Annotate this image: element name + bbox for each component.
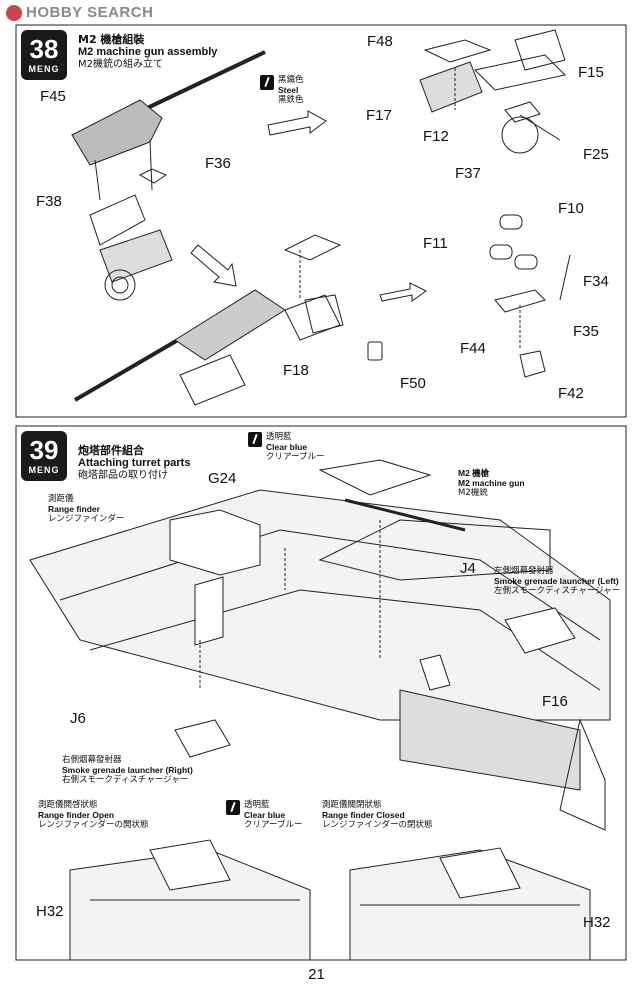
open-jp: レンジファインダーの開状態 (38, 820, 149, 830)
part-label-f45: F45 (40, 88, 66, 105)
part-label-j6: J6 (70, 710, 86, 727)
part-label-f35: F35 (573, 323, 599, 340)
step39-brand: MENG (28, 465, 60, 475)
step39-badge: 39 MENG (21, 431, 67, 481)
open-en: Range finder Open (38, 810, 115, 820)
part-label-f12: F12 (423, 128, 449, 145)
paint-bottom-jp: クリアーブルー (244, 820, 303, 830)
range-finder-en: Range finder (48, 504, 100, 514)
m2-cn: M2 機槍 (458, 468, 490, 478)
paint-bottom-cn: 透明藍 (244, 800, 270, 810)
smoke-left-jp: 左側スモークディスチャージャー (494, 586, 621, 596)
step39-title-cn: 炮塔部件組合 (78, 444, 144, 457)
part-label-j4: J4 (460, 560, 476, 577)
step39-title-jp: 砲塔部品の取り付け (78, 470, 168, 481)
turret-drawing (29, 459, 611, 831)
part-label-f42: F42 (558, 385, 584, 402)
paint-jp: 黒鉄色 (278, 95, 304, 105)
arrow-down-right-icon (190, 244, 237, 287)
part-label-f17: F17 (366, 107, 392, 124)
range-finder-open-note: 測距儀開啓狀態 Range finder Open レンジファインダーの開状態 (38, 800, 149, 830)
part-label-f34: F34 (583, 273, 609, 290)
paint-brush-icon-2 (248, 432, 262, 447)
step39-paint-note-top: 透明藍 Clear blue クリアーブルー (266, 432, 324, 462)
smoke-right-en: Smoke grenade launcher (Right) (62, 765, 193, 775)
m2-gun-exploded-drawing (71, 50, 266, 301)
step39-panel-border (15, 425, 627, 961)
step38-title-block: M2 機槍組裝 M2 machine gun assembly M2機銃の組み立… (78, 33, 217, 71)
step39-title-block: 炮塔部件組合 Attaching turret parts 砲塔部品の取り付け (78, 444, 190, 482)
smoke-right-cn: 右側烟幕發射器 (62, 755, 122, 765)
smoke-left-en: Smoke grenade launcher (Left) (494, 576, 619, 586)
part-label-f18: F18 (283, 362, 309, 379)
m2-en: M2 machine gun (458, 478, 525, 488)
step38-title-cn: M2 機槍組裝 (78, 33, 145, 46)
part-label-f16: F16 (542, 693, 568, 710)
paint-top-jp: クリアーブルー (266, 452, 325, 462)
m2-note: M2 機槍 M2 machine gun M2機銃 (458, 468, 525, 498)
small-parts-drawing (489, 214, 571, 378)
smoke-left-note: 左側烟幕發射器 Smoke grenade launcher (Left) 左側… (494, 566, 620, 596)
watermark-logo-icon (6, 4, 22, 21)
assembled-gun-drawing (73, 234, 383, 406)
paint-bottom-en: Clear blue (244, 810, 286, 820)
part-label-h32-open: H32 (36, 903, 64, 920)
step39-title-en: Attaching turret parts (78, 457, 191, 469)
part-label-h32-closed: H32 (583, 914, 611, 931)
part-label-f10: F10 (558, 200, 584, 217)
closed-en: Range finder Closed (322, 810, 405, 820)
part-label-f25: F25 (583, 146, 609, 163)
step38-badge: 38 MENG (21, 30, 67, 80)
step38-brand: MENG (28, 64, 60, 74)
paint-en: Steel (278, 85, 299, 95)
range-finder-open-drawing (69, 839, 311, 961)
paint-top-cn: 透明藍 (266, 432, 292, 442)
range-finder-note: 測距儀 Range finder レンジファインダー (48, 494, 125, 524)
range-finder-closed-drawing (349, 847, 591, 961)
range-finder-jp: レンジファインダー (48, 514, 125, 524)
step39-number: 39 (29, 435, 59, 465)
part-label-f48: F48 (367, 33, 393, 50)
part-label-g24: G24 (208, 470, 237, 487)
mount-parts-drawing (419, 29, 567, 154)
open-cn: 測距儀開啓狀態 (38, 800, 98, 810)
arrow-left-icon-2 (379, 282, 427, 302)
part-label-f11: F11 (423, 235, 448, 252)
closed-jp: レンジファインダーの閉状態 (322, 820, 433, 830)
step38-title-en: M2 machine gun assembly (78, 46, 218, 58)
arrow-left-icon (267, 110, 327, 136)
paint-cn: 黑鐵色 (278, 75, 304, 85)
m2-jp: M2機銃 (458, 488, 488, 498)
smoke-right-note: 右側烟幕發射器 Smoke grenade launcher (Right) 右… (62, 755, 193, 785)
part-label-f15: F15 (578, 64, 604, 81)
paint-brush-icon-3 (226, 800, 240, 815)
part-label-f36: F36 (205, 155, 231, 172)
paint-brush-icon (260, 75, 274, 90)
part-label-f44: F44 (460, 340, 486, 357)
step39-paint-note-bottom: 透明藍 Clear blue クリアーブルー (244, 800, 302, 830)
step38-paint-note: 黑鐵色 Steel 黒鉄色 (278, 75, 304, 105)
smoke-right-jp: 右側スモークディスチャージャー (62, 775, 189, 785)
page-number: 21 (308, 966, 325, 983)
paint-top-en: Clear blue (266, 442, 308, 452)
range-finder-cn: 測距儀 (48, 494, 74, 504)
part-label-f37: F37 (455, 165, 481, 182)
smoke-left-cn: 左側烟幕發射器 (494, 566, 554, 576)
closed-cn: 測距儀關閉狀態 (322, 800, 382, 810)
step38-number: 38 (29, 34, 59, 64)
step38-title-jp: M2機銃の組み立て (78, 59, 163, 70)
range-finder-closed-note: 測距儀關閉狀態 Range finder Closed レンジファインダーの閉状… (322, 800, 433, 830)
watermark-text: HOBBY SEARCH (26, 4, 154, 21)
watermark: HOBBY SEARCH (6, 4, 153, 21)
step38-panel-border (15, 24, 627, 418)
part-label-f38: F38 (36, 193, 62, 210)
part-label-f50: F50 (400, 375, 426, 392)
